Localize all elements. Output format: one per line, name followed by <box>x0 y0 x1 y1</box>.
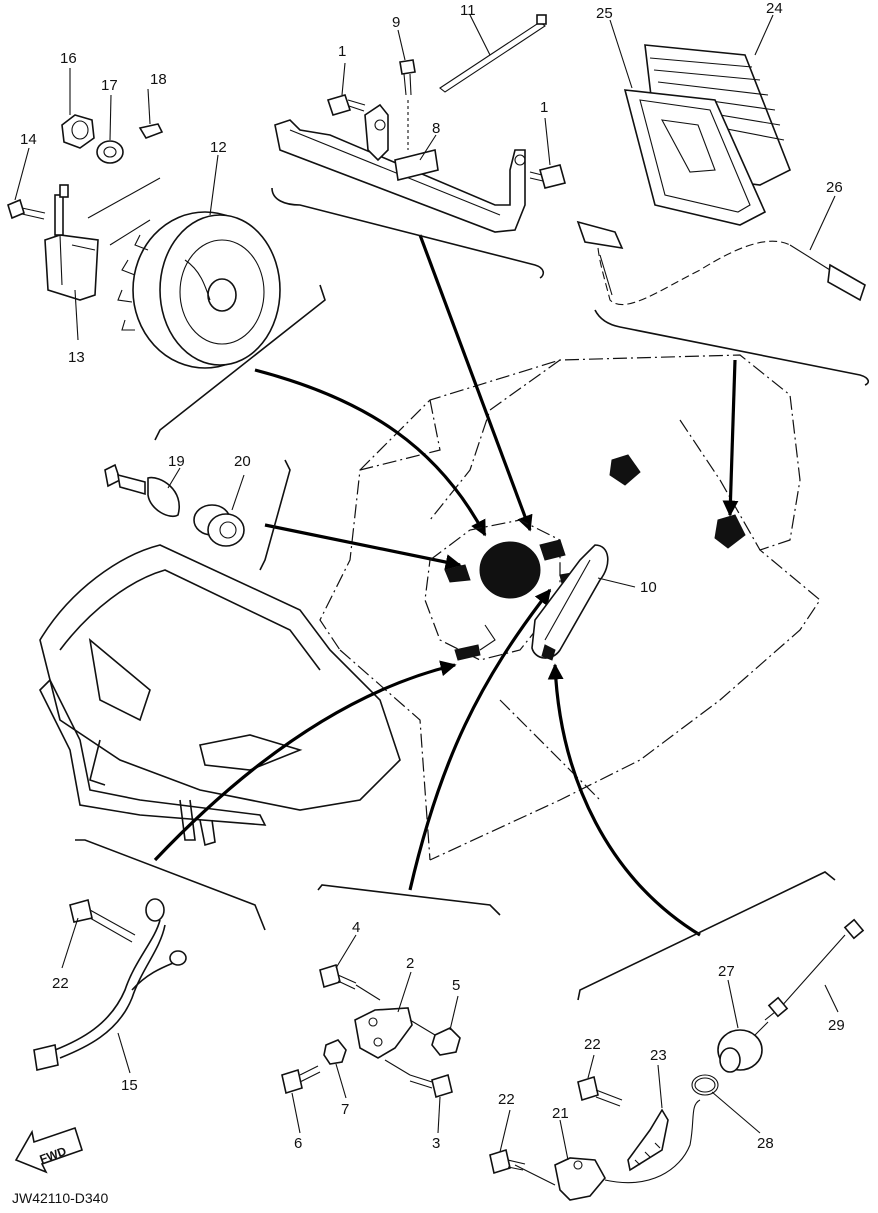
callout-1-left: 1 <box>338 43 346 60</box>
group-bracket-bracket8 <box>271 187 545 279</box>
part-29-sensor-lead <box>604 918 865 1184</box>
group-bracket-ecu <box>594 309 870 386</box>
callout-20: 20 <box>234 453 251 470</box>
part-26-sub-harness <box>576 220 866 306</box>
group-bracket-flywheel <box>154 284 326 441</box>
nut-7 <box>323 1039 347 1065</box>
bolt-22-left <box>69 899 136 943</box>
part-18-key <box>138 123 164 139</box>
part-28-o-ring <box>691 1074 719 1096</box>
callout-7: 7 <box>341 1101 349 1118</box>
nut-5 <box>409 1019 461 1056</box>
group-bracket-plug <box>259 459 291 571</box>
callout-4: 4 <box>352 919 360 936</box>
part-10-cover <box>531 544 609 661</box>
part-16-nut <box>61 114 95 149</box>
flywheel-stack-leader <box>87 177 161 246</box>
front-fender-outline <box>39 544 401 847</box>
callout-13: 13 <box>68 349 85 366</box>
part-27-sensor <box>717 1021 769 1073</box>
callout-19: 19 <box>168 453 185 470</box>
drawing-code: JW42110-D340 <box>12 1190 108 1206</box>
callout-labels: 1 1 2 3 4 5 6 7 8 9 10 11 12 13 14 15 16… <box>20 0 845 1152</box>
callout-26: 26 <box>826 179 843 196</box>
mount-marker-upper <box>609 454 641 486</box>
bolt-22-lower <box>489 1148 526 1175</box>
callout-9: 9 <box>392 14 400 31</box>
callout-25: 25 <box>596 5 613 22</box>
mount-marker-lower <box>714 514 746 549</box>
part-17-washer <box>96 140 124 164</box>
callout-16: 16 <box>60 50 77 67</box>
fwd-arrow-icon <box>14 1126 83 1174</box>
bolt-4 <box>319 963 381 1001</box>
part-8-bracket <box>274 103 526 233</box>
callout-28: 28 <box>757 1135 774 1152</box>
callout-12: 12 <box>210 139 227 156</box>
callout-5: 5 <box>452 977 460 994</box>
callout-15: 15 <box>121 1077 138 1094</box>
part-20-plug-cap <box>193 504 245 547</box>
bolt-3 <box>384 1059 453 1099</box>
callout-24: 24 <box>766 0 783 17</box>
part-15-wire-lead <box>33 898 187 1071</box>
callout-leaders <box>14 14 839 1161</box>
callout-22-left: 22 <box>52 975 69 992</box>
bolt-1-left <box>326 94 366 116</box>
bolt-14 <box>7 198 46 220</box>
callout-2: 2 <box>406 955 414 972</box>
part-23-sensor-plate <box>627 1108 669 1172</box>
callout-14: 14 <box>20 131 37 148</box>
callout-8: 8 <box>432 120 440 137</box>
callout-10: 10 <box>640 579 657 596</box>
callout-22-lower: 22 <box>498 1091 515 1108</box>
callout-17: 17 <box>101 77 118 94</box>
callout-23: 23 <box>650 1047 667 1064</box>
part-11-cable-tie <box>439 14 547 93</box>
bolt-22-mid <box>577 1075 623 1107</box>
group-bracket-sensor <box>577 871 836 1001</box>
callout-21: 21 <box>552 1105 569 1122</box>
callout-27: 27 <box>718 963 735 980</box>
part-13-pickup-coil <box>44 184 99 301</box>
callout-6: 6 <box>294 1135 302 1152</box>
part-12-flywheel <box>117 211 281 369</box>
callout-3: 3 <box>432 1135 440 1152</box>
callout-1-right: 1 <box>540 99 548 116</box>
vehicle-body-outline <box>319 354 821 861</box>
part-25-ecu <box>623 89 767 226</box>
bolt-6 <box>281 1065 321 1095</box>
part-19-spark-plug <box>104 463 181 517</box>
group-bracket-bracket2 <box>317 884 501 916</box>
bolt-1-right <box>529 164 566 189</box>
part-2-bracket <box>354 1007 413 1059</box>
callout-11: 11 <box>460 2 476 19</box>
leader-arrows <box>153 234 739 937</box>
bolt-9 <box>399 59 416 96</box>
group-bracket-wire15 <box>75 839 266 931</box>
callout-29: 29 <box>828 1017 845 1034</box>
callout-18: 18 <box>150 71 167 88</box>
callout-22-mid: 22 <box>584 1036 601 1053</box>
part-21-bracket <box>514 1157 606 1201</box>
